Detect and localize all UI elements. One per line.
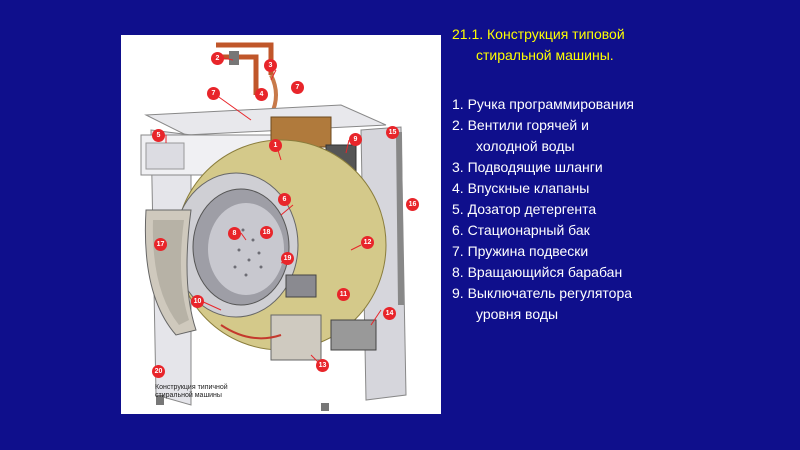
callout-7b: 7 — [291, 81, 304, 94]
legend-item-text: 1. Ручка программирования — [452, 96, 634, 112]
caption-line-2: стиральной машины — [155, 392, 222, 399]
legend-item: 6. Стационарный бак — [452, 220, 782, 241]
callout-16: 16 — [406, 198, 419, 211]
callout-17: 17 — [154, 238, 167, 251]
legend-item-text: 6. Стационарный бак — [452, 222, 590, 238]
text-panel: 21.1. Конструкция типовой стиральной маш… — [452, 24, 782, 325]
washing-machine-illustration — [140, 42, 407, 411]
legend-item-text: 5. Дозатор детергента — [452, 201, 597, 217]
legend-item-continuation: уровня воды — [476, 306, 559, 322]
legend-item-text: 8. Вращающийся барабан — [452, 264, 623, 280]
callout-14: 14 — [383, 307, 396, 320]
callout-5: 5 — [152, 129, 165, 142]
legend-item: 8. Вращающийся барабан — [452, 262, 782, 283]
callout-9: 9 — [349, 133, 362, 146]
legend-item: 3. Подводящие шланги — [452, 157, 782, 178]
legend-item-text: 9. Выключатель регулятора — [452, 285, 633, 301]
legend-item-text: 7. Пружина подвески — [452, 243, 589, 259]
callout-6: 6 — [278, 193, 291, 206]
legend-item-continuation: холодной воды — [476, 138, 575, 154]
slide-title: 21.1. Конструкция типовой стиральной маш… — [452, 24, 782, 66]
callout-19: 19 — [281, 252, 294, 265]
callout-18: 18 — [260, 226, 273, 239]
callout-2: 2 — [211, 52, 224, 65]
callout-3: 3 — [264, 59, 277, 72]
legend-item-text: 4. Впускные клапаны — [452, 180, 590, 196]
callout-10: 10 — [191, 295, 204, 308]
callout-1: 1 — [269, 139, 282, 152]
title-line-1: 21.1. Конструкция типовой — [452, 26, 625, 42]
callout-4: 4 — [255, 88, 268, 101]
callout-8: 8 — [228, 227, 241, 240]
figure-caption: Конструкция типичной стиральной машины — [155, 384, 235, 400]
legend-item: 2. Вентили горячей и холодной воды — [452, 115, 782, 157]
legend-item: 5. Дозатор детергента — [452, 199, 782, 220]
callout-15: 15 — [386, 126, 399, 139]
legend-item: 4. Впускные клапаны — [452, 178, 782, 199]
legend-item-text: 3. Подводящие шланги — [452, 159, 603, 175]
callout-7a: 7 — [207, 87, 220, 100]
legend-list: 1. Ручка программирования 2. Вентили гор… — [452, 94, 782, 325]
caption-line-1: Конструкция типичной — [155, 384, 228, 391]
legend-item: 1. Ручка программирования — [452, 94, 782, 115]
washing-machine-diagram: 2 3 7 4 7 5 1 9 15 6 16 8 18 17 12 19 11… — [121, 35, 441, 414]
callout-11: 11 — [337, 288, 350, 301]
legend-item-text: 2. Вентили горячей и — [452, 117, 589, 133]
callout-20: 20 — [152, 365, 165, 378]
callout-13: 13 — [316, 359, 329, 372]
title-line-2: стиральной машины. — [476, 47, 614, 63]
callout-12: 12 — [361, 236, 374, 249]
legend-item: 7. Пружина подвески — [452, 241, 782, 262]
legend-item: 9. Выключатель регулятора уровня воды — [452, 283, 782, 325]
